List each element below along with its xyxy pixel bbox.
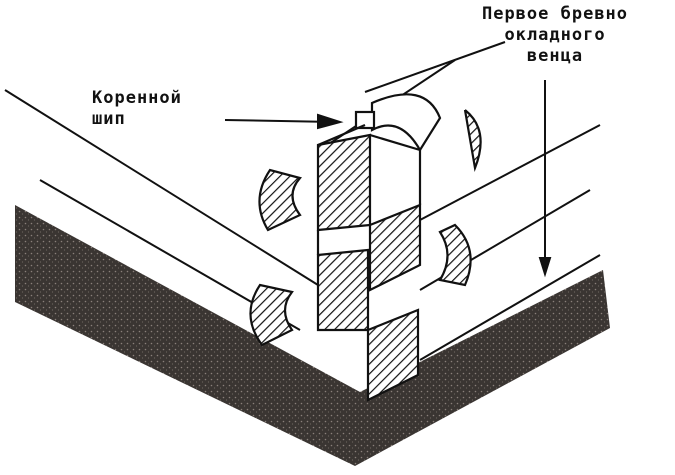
log-ends: [249, 93, 482, 402]
label-line: шип: [92, 109, 126, 129]
wall-lines: [4, 41, 601, 361]
label-line: Коренной: [92, 88, 182, 108]
label-line: венца: [526, 46, 584, 66]
first-log-label: Первое бревно окладного венца: [455, 4, 655, 67]
label-line: окладного: [504, 25, 606, 45]
foundation-slab: [15, 205, 610, 466]
label-line: Первое бревно: [481, 4, 629, 24]
root-tenon-label: Коренной шип: [92, 88, 182, 130]
